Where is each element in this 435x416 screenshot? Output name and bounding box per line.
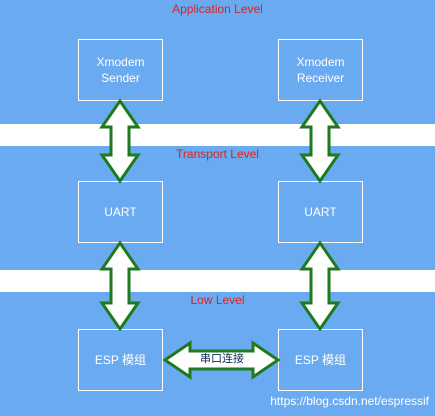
esp-module-right-box: ESP 模组 [278, 329, 363, 391]
transport-level-label: Transport Level [176, 147, 259, 161]
serial-connection-label: 串口连接 [200, 353, 244, 365]
low-level-label: Low Level [190, 293, 245, 307]
uart-left-box: UART [78, 181, 163, 243]
uart-right-box: UART [278, 181, 363, 243]
application-level-band [0, 0, 435, 124]
watermark-url: https://blog.csdn.net/espressif [270, 394, 429, 408]
xmodem-receiver-box: Xmodem Receiver [278, 39, 363, 101]
esp-module-left-box: ESP 模组 [78, 329, 163, 391]
transport-level-band [0, 146, 435, 270]
xmodem-sender-box: Xmodem Sender [78, 39, 163, 101]
application-level-label: Application Level [172, 2, 263, 16]
